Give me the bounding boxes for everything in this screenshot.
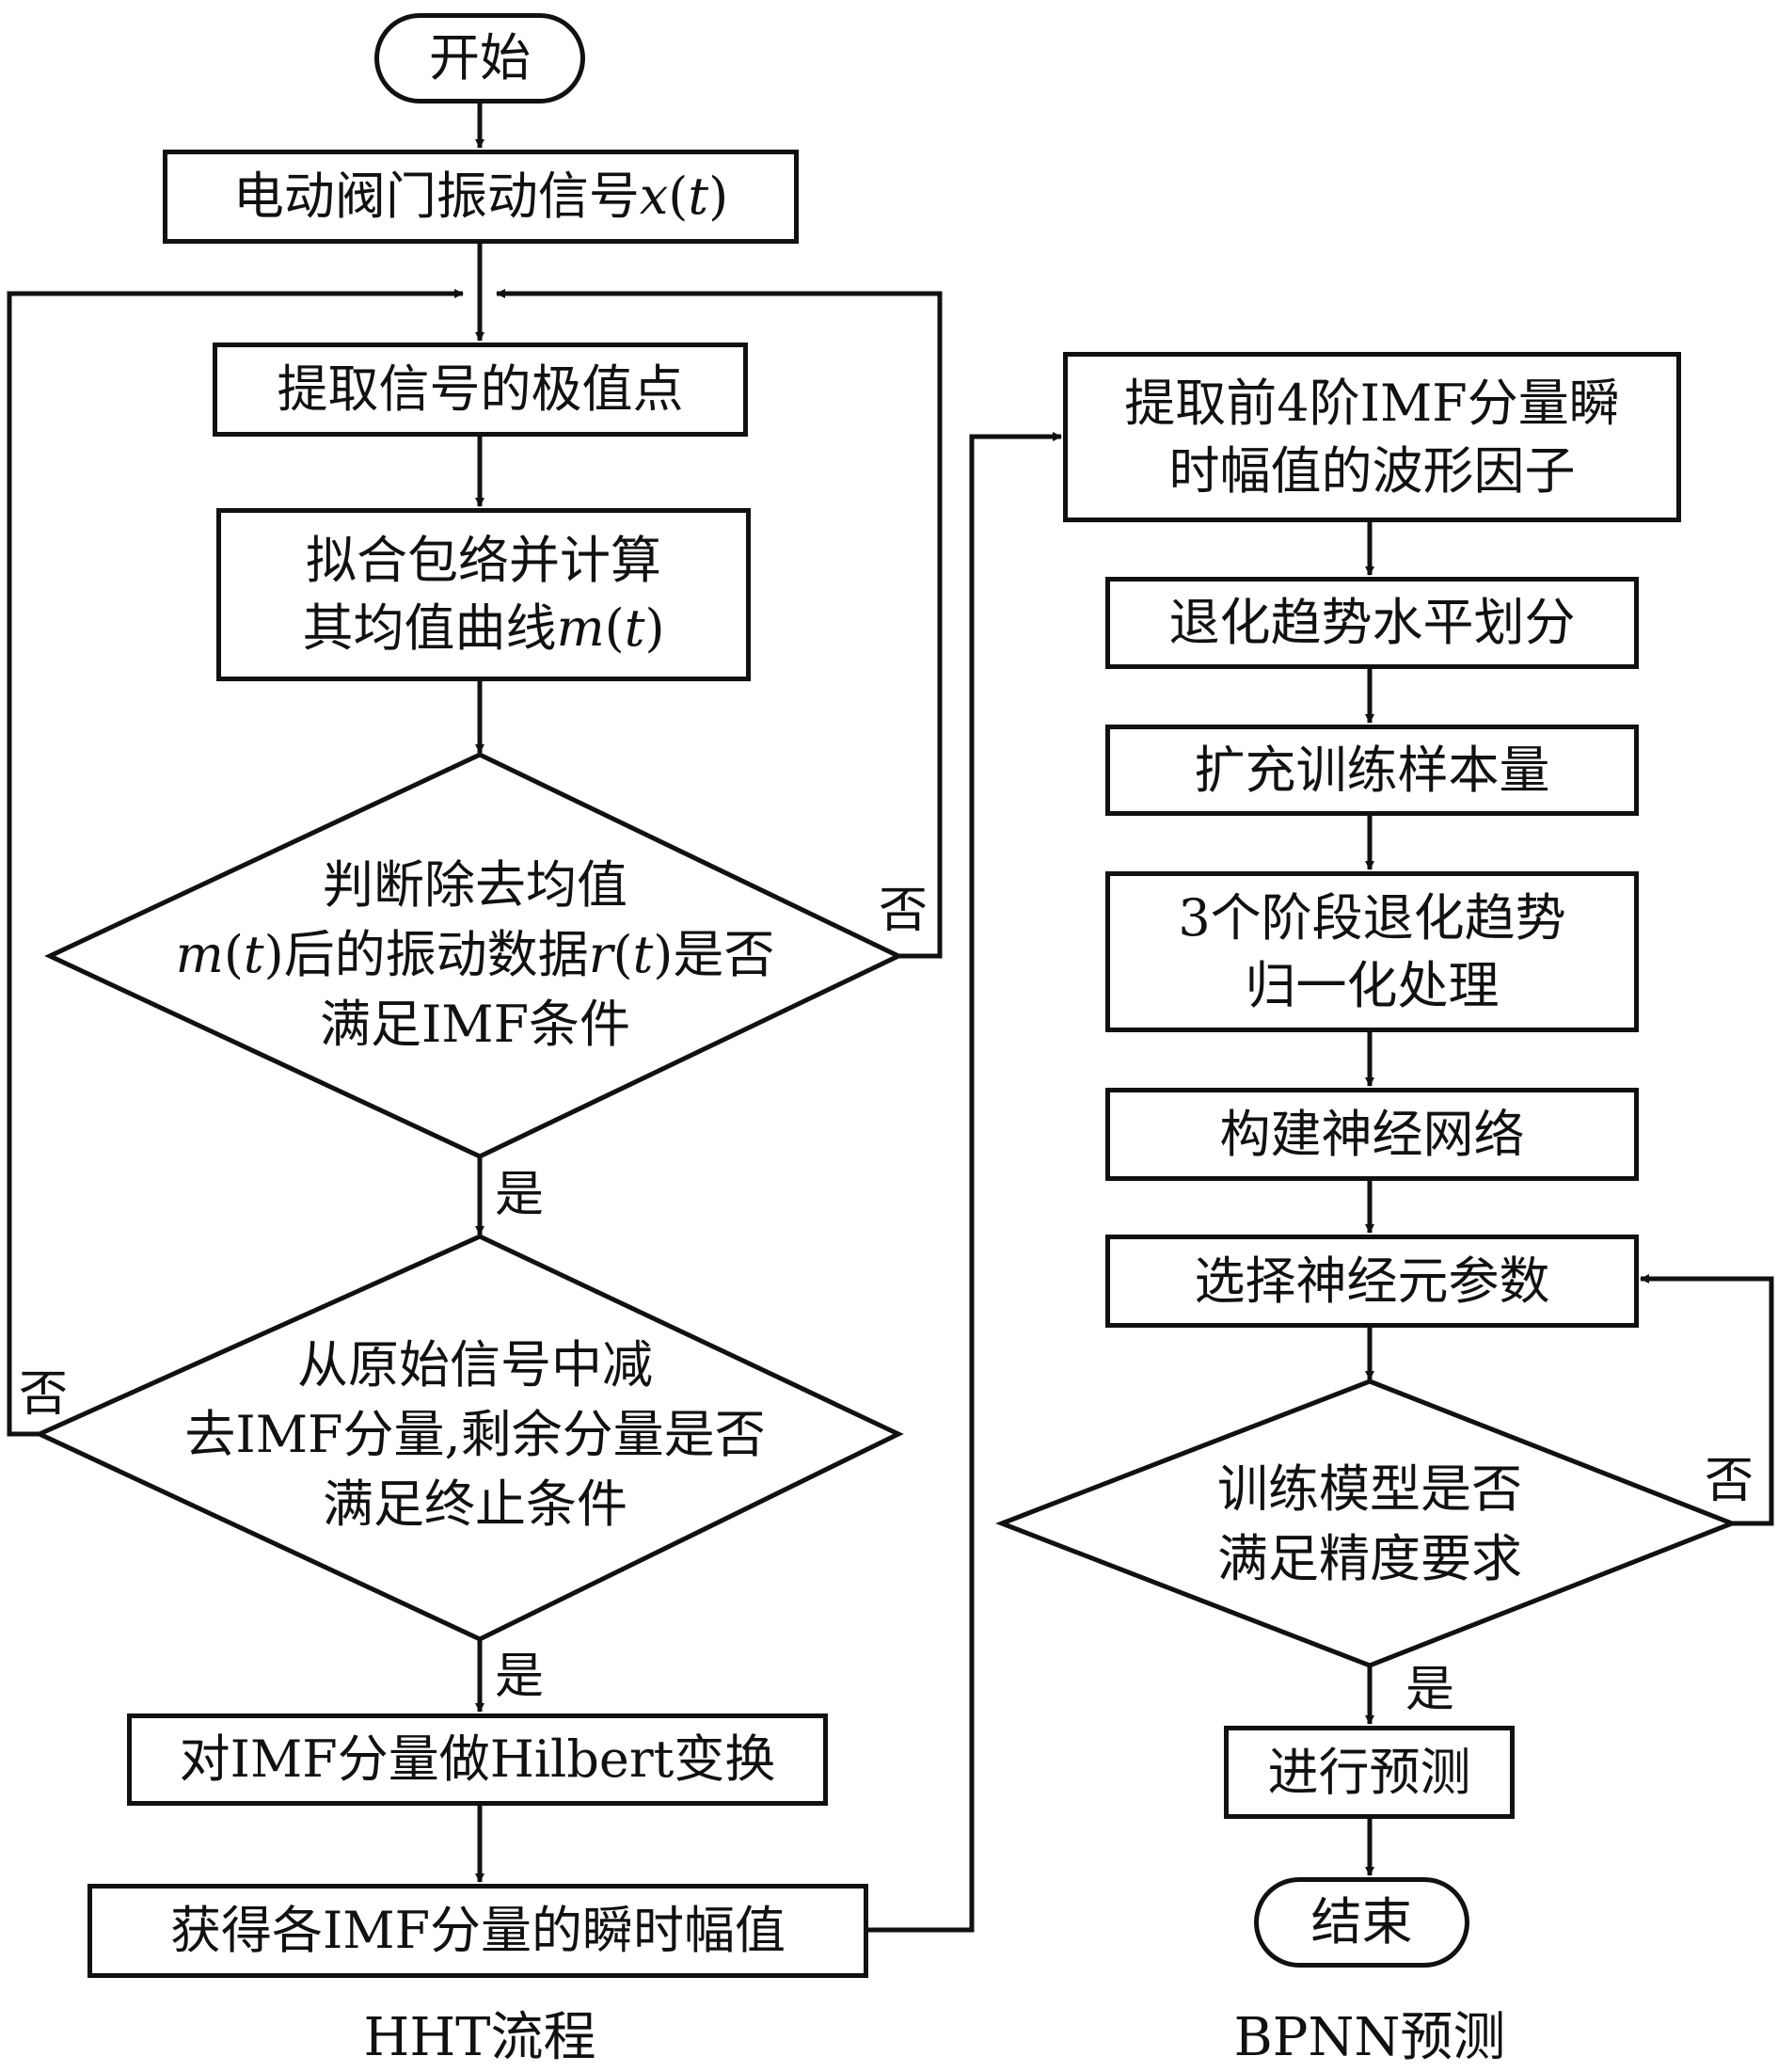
imf-check-no-label: 否 (879, 883, 929, 939)
accuracy-line1: 训练模型是否 (1217, 1459, 1522, 1519)
stop-check-line2: 去IMF分量,剩余分量是否 (184, 1405, 766, 1464)
extract-extrema-label: 提取信号的极值点 (277, 359, 684, 419)
accuracy-no-label: 否 (1705, 1453, 1754, 1509)
predict-label: 进行预测 (1267, 1742, 1471, 1802)
stop-check-text: 从原始信号中减 去IMF分量,剩余分量是否 满足终止条件 (103, 1289, 847, 1581)
stop-check-line3: 满足终止条件 (323, 1474, 627, 1534)
imf-check-line2: m(t)后的振动数据r(t)是否 (175, 925, 775, 984)
accuracy-line2: 满足精度要求 (1217, 1529, 1522, 1588)
select-params-label: 选择神经元参数 (1194, 1251, 1550, 1311)
end-label: 结束 (1310, 1892, 1413, 1952)
imf-check-yes-label: 是 (495, 1167, 545, 1223)
signal-box: 电动阀门振动信号x(t) (163, 150, 799, 244)
imf-check-line1: 判断除去均值 (323, 855, 627, 915)
stop-check-line1: 从原始信号中减 (297, 1335, 653, 1395)
envelope-line1: 拟合包络并计算 (306, 531, 661, 590)
expand-samples-box: 扩充训练样本量 (1105, 725, 1639, 816)
imf-check-line3: 满足IMF条件 (319, 995, 631, 1054)
build-network-box: 构建神经网络 (1105, 1088, 1639, 1181)
signal-text: 电动阀门振动信号 (232, 167, 640, 226)
accuracy-check-text: 训练模型是否 满足精度要求 (1091, 1449, 1648, 1600)
hilbert-label: 对IMF分量做Hilbert变换 (179, 1729, 776, 1789)
trend-division-box: 退化趋势水平划分 (1105, 577, 1639, 669)
loop-accuracy-no (1640, 1274, 1774, 1526)
trend-division-label: 退化趋势水平划分 (1168, 593, 1576, 652)
imf-check-text: 判断除去均值 m(t)后的振动数据r(t)是否 满足IMF条件 (103, 809, 847, 1101)
waveform-line2: 时幅值的波形因子 (1168, 440, 1576, 501)
amplitude-label: 获得各IMF分量的瞬时幅值 (169, 1901, 786, 1960)
hilbert-box: 对IMF分量做Hilbert变换 (127, 1713, 828, 1806)
normalize-line2: 归一化处理 (1245, 955, 1500, 1015)
select-params-box: 选择神经元参数 (1105, 1235, 1639, 1328)
start-label: 开始 (429, 28, 531, 88)
accuracy-yes-label: 是 (1405, 1662, 1455, 1718)
extract-extrema-box: 提取信号的极值点 (213, 343, 748, 437)
end-terminal: 结束 (1254, 1877, 1469, 1968)
expand-samples-label: 扩充训练样本量 (1194, 740, 1550, 800)
amplitude-box: 获得各IMF分量的瞬时幅值 (87, 1884, 868, 1978)
envelope-line2: 其均值曲线m(t) (302, 598, 665, 658)
loop-left-stop-check-no (7, 289, 464, 1437)
build-network-label: 构建神经网络 (1219, 1104, 1525, 1164)
waveform-factor-box: 提取前4阶IMF分量瞬 时幅值的波形因子 (1063, 352, 1681, 522)
normalize-box: 3个阶段退化趋势 归一化处理 (1105, 871, 1639, 1032)
envelope-box: 拟合包络并计算 其均值曲线m(t) (216, 508, 751, 681)
normalize-line1: 3个阶段退化趋势 (1178, 887, 1566, 948)
predict-box: 进行预测 (1224, 1726, 1515, 1819)
stop-check-yes-label: 是 (495, 1649, 545, 1705)
stop-check-no-label: 否 (19, 1366, 69, 1423)
connector-hht-to-bpnn (868, 432, 1062, 1933)
loop-right-imf-check-no (496, 289, 943, 959)
waveform-line1: 提取前4阶IMF分量瞬 (1124, 373, 1620, 433)
start-terminal: 开始 (374, 13, 585, 104)
hht-caption: HHT流程 (363, 2007, 596, 2068)
bpnn-caption: BPNN预测 (1233, 2007, 1506, 2068)
